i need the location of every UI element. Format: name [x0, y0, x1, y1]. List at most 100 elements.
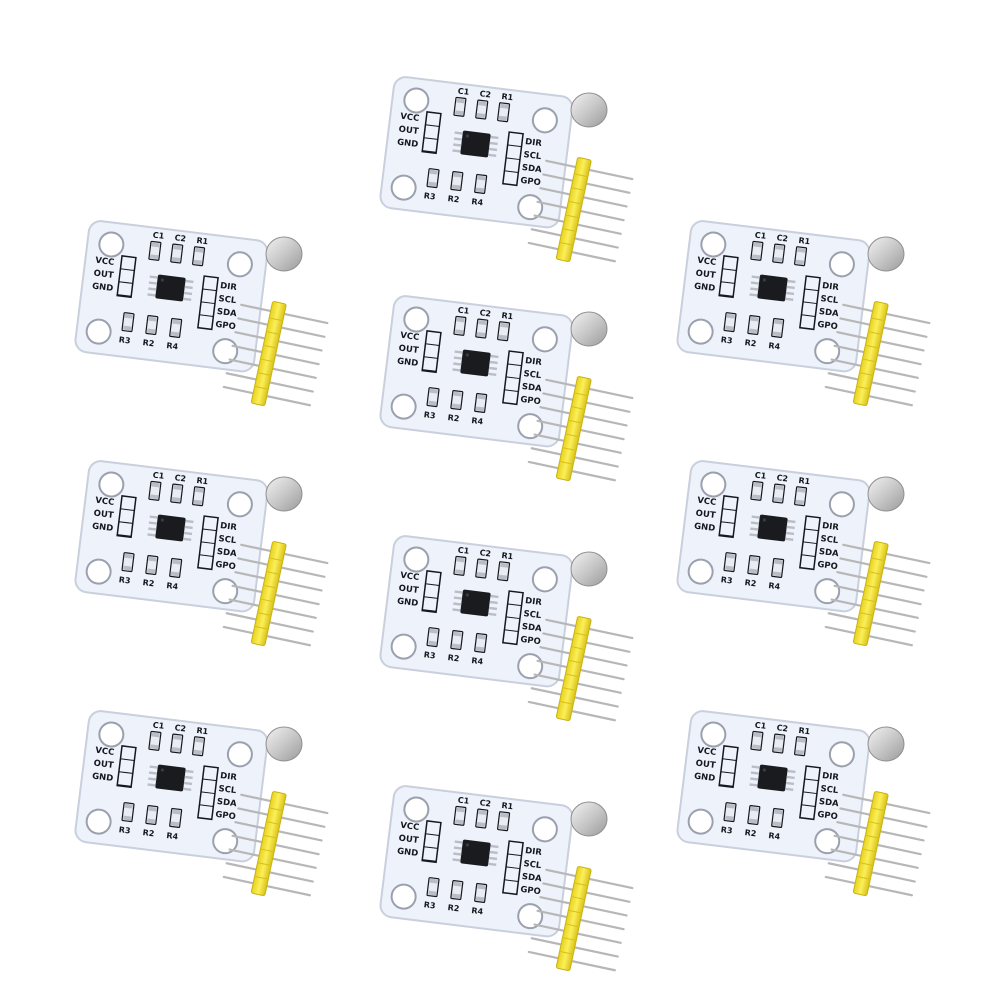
left-pin-box — [116, 255, 137, 299]
solder-pad — [148, 806, 157, 812]
component-label: C1 — [754, 231, 767, 241]
pin-label-left: GND — [396, 847, 418, 860]
pin-header — [824, 791, 931, 897]
chip-lead — [453, 602, 462, 606]
left-pin-divider — [120, 268, 135, 271]
component-label: R4 — [768, 581, 781, 591]
component-label: R3 — [720, 575, 733, 585]
solder-pad — [750, 316, 759, 322]
header-segment — [868, 571, 883, 575]
pin-label-left: GND — [91, 522, 113, 535]
header-plastic — [250, 791, 287, 896]
left-pin-divider — [719, 294, 734, 297]
header-segment — [865, 584, 880, 589]
header-segment — [263, 344, 278, 349]
mounting-hole — [531, 326, 558, 353]
solder-pad — [478, 810, 487, 816]
right-pin-divider — [507, 853, 522, 857]
right-pin-divider — [804, 528, 819, 532]
header-plastic — [852, 791, 889, 896]
header-segment — [856, 625, 871, 630]
solder-pad — [773, 257, 783, 262]
chip-lead — [452, 608, 461, 612]
header-plastic — [555, 157, 592, 262]
right-pin-divider — [505, 616, 520, 620]
chip-lead — [490, 135, 499, 140]
right-pin-divider — [507, 603, 522, 607]
solder-pad — [172, 319, 181, 325]
solder-pad — [750, 556, 759, 562]
header-segment — [269, 557, 283, 562]
solder-pad — [498, 824, 508, 830]
pin-label-right: GPO — [215, 810, 237, 822]
left-pin-divider — [423, 137, 438, 140]
left-pin-divider — [117, 784, 132, 787]
solder-pad — [797, 737, 806, 743]
chip-lead — [453, 596, 463, 600]
chip-lead — [148, 281, 158, 285]
pin-label-right: SDA — [216, 307, 237, 319]
magnet-disc — [265, 236, 303, 272]
solder-pad — [429, 878, 438, 884]
chip-lead — [489, 600, 498, 605]
header-segment — [862, 848, 877, 853]
pin-label-left: VCC — [95, 746, 115, 758]
mounting-hole — [212, 338, 239, 365]
left-pin-divider — [120, 758, 135, 761]
pin-label-right: SCL — [820, 784, 839, 796]
chip-lead — [183, 781, 193, 786]
chip-lead — [488, 153, 497, 158]
header-segment — [269, 807, 283, 812]
solder-pad — [151, 242, 160, 248]
header-segment — [266, 821, 281, 825]
sensor-chip — [460, 839, 491, 867]
pin-label-right: DIR — [524, 137, 542, 149]
header-segment — [856, 385, 871, 390]
mounting-hole — [517, 903, 544, 930]
pin-label-right: SDA — [521, 872, 542, 884]
chip-lead — [490, 354, 499, 359]
header-segment — [260, 848, 275, 853]
pin-label-left: GND — [91, 282, 113, 295]
right-pin-divider — [507, 363, 522, 367]
solder-pad — [773, 747, 783, 752]
pin-label-right: GPO — [215, 560, 237, 572]
header-segment — [565, 673, 580, 678]
pin-label-right: DIR — [219, 521, 237, 533]
header-segment — [868, 821, 883, 825]
right-pin-divider — [202, 288, 217, 292]
sensor-chip — [155, 274, 186, 302]
chip-lead — [488, 612, 497, 617]
sensor-chip — [757, 514, 788, 542]
pin-label-left: OUT — [398, 584, 419, 596]
chip-pin1-dot — [465, 353, 470, 357]
solder-pad — [475, 646, 485, 652]
solder-pad — [171, 747, 181, 752]
solder-pad — [451, 893, 461, 899]
chip-pin1-dot — [465, 843, 470, 847]
solder-pad — [151, 482, 160, 488]
chip-lead — [454, 131, 463, 135]
right-pin-divider — [202, 528, 217, 532]
right-pin-divider — [202, 778, 217, 782]
chip-lead — [750, 287, 759, 291]
solder-pad — [753, 242, 762, 248]
header-segment — [571, 406, 586, 410]
chip-lead — [787, 279, 796, 284]
component-label: R3 — [720, 335, 733, 345]
pin-header — [824, 541, 931, 647]
pin-label-left: OUT — [93, 269, 114, 281]
header-segment — [871, 317, 885, 322]
pin-label-right: SDA — [818, 797, 839, 809]
chip-lead — [452, 149, 461, 153]
header-plastic — [852, 301, 889, 406]
header-segment — [568, 200, 583, 205]
component-label: C2 — [776, 233, 788, 243]
mounting-hole — [531, 816, 558, 843]
pin-label-right: SDA — [216, 547, 237, 559]
mounting-hole — [390, 393, 417, 420]
sensor-chip — [155, 764, 186, 792]
